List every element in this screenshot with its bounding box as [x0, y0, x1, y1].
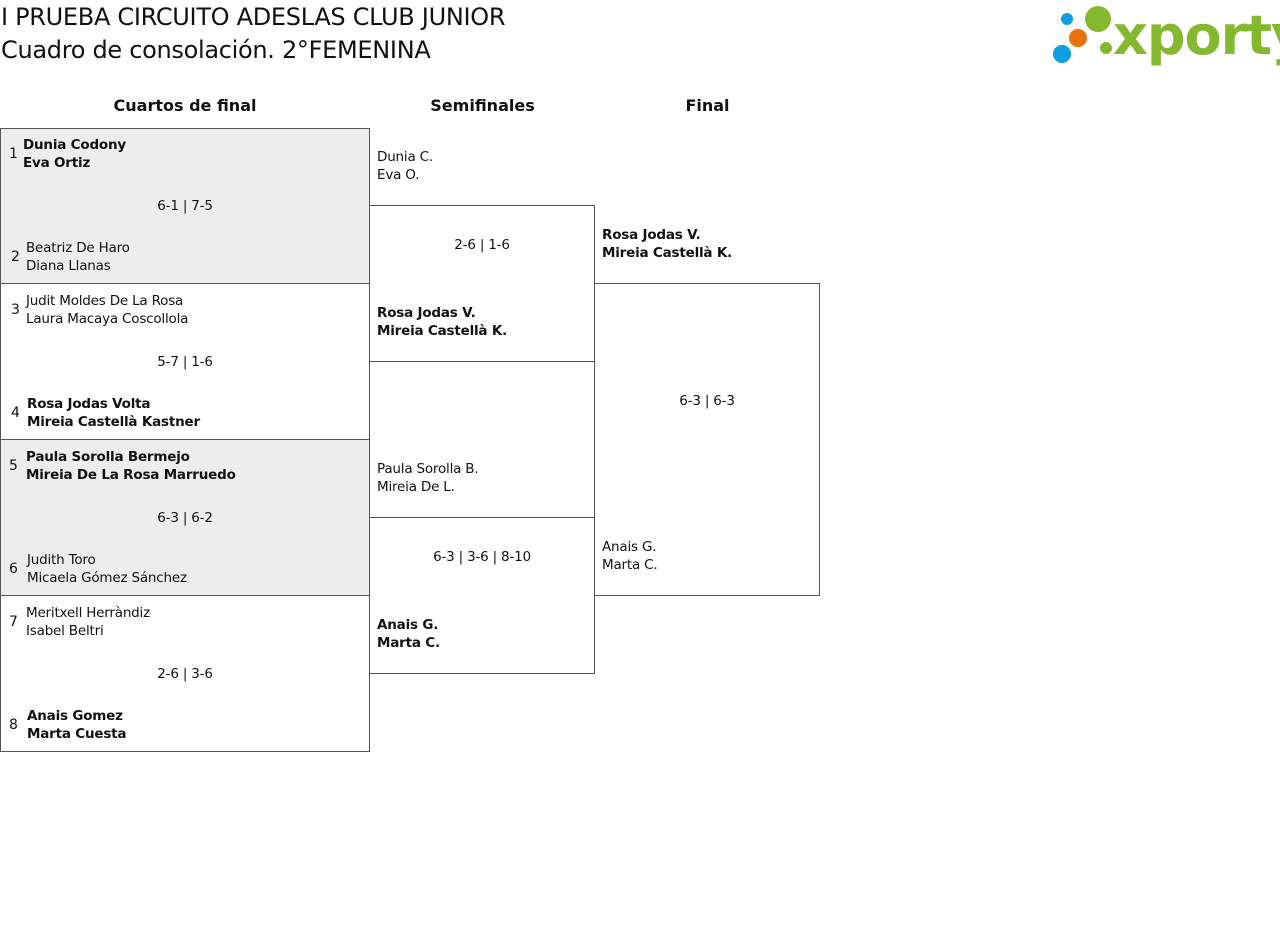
- tournament-title: I PRUEBA CIRCUITO ADESLAS CLUB JUNIOR: [1, 3, 506, 31]
- player-name: Judit Moldes De La Rosa: [26, 293, 184, 309]
- player-name: Anais G.: [377, 617, 439, 633]
- player-name: Marta Cuesta: [27, 726, 127, 742]
- player-name: Meritxell Herràndiz: [26, 605, 150, 621]
- player-name: Micaela Gómez Sánchez: [27, 570, 187, 586]
- team-paula-sorolla-mireia-de-la-rosa: Paula Sorolla Bermejo Mireia De La Rosa …: [26, 448, 236, 484]
- player-name: Isabel Beltri: [26, 623, 104, 639]
- round-heading-quarterfinals: Cuartos de final: [113, 96, 257, 115]
- seed-number: 5: [9, 458, 18, 474]
- round-heading-semifinals: Semifinales: [430, 96, 535, 115]
- player-name: Paula Sorolla Bermejo: [26, 449, 190, 465]
- player-name: Rosa Jodas Volta: [27, 396, 151, 412]
- seed-number: 7: [9, 614, 18, 630]
- xporty-logo: xporty: [1113, 4, 1280, 67]
- player-name: Mireia Castellà K.: [377, 323, 508, 339]
- final-team-a: Rosa Jodas V. Mireia Castellà K.: [602, 226, 732, 262]
- semifinal-match-2: 6-3 | 3-6 | 8-10 Anais G. Marta C.: [369, 517, 595, 674]
- player-name: Mireia De L.: [377, 479, 455, 495]
- seed-number: 6: [9, 561, 18, 577]
- team-judith-toro-micaela-gomez: Judith Toro Micaela Gómez Sánchez: [27, 551, 187, 587]
- match-score: 2-6 | 1-6: [454, 237, 510, 253]
- match-score: 2-6 | 3-6: [157, 666, 213, 682]
- match-score: 6-1 | 7-5: [157, 198, 213, 214]
- final-match: 6-3 | 6-3 Anais G. Marta C.: [594, 283, 820, 596]
- team-meritxell-herrandiz-isabel-beltri: Meritxell Herràndiz Isabel Beltri: [26, 604, 150, 640]
- player-name: Diana Llanas: [26, 258, 111, 274]
- draw-subtitle: Cuadro de consolación. 2°FEMENINA: [1, 36, 431, 64]
- team-beatriz-de-haro-diana-llanas: Beatriz De Haro Diana Llanas: [26, 239, 130, 275]
- player-name: Paula Sorolla B.: [377, 461, 479, 477]
- player-name: Marta C.: [377, 635, 440, 651]
- player-name: Dunia Codony: [23, 137, 126, 153]
- team-rosa-jodas-mireia-castella: Rosa Jodas Volta Mireia Castellà Kastner: [27, 395, 200, 431]
- player-name: Eva O.: [377, 167, 420, 183]
- player-name: Mireia Castellà Kastner: [27, 414, 200, 430]
- round-heading-final: Final: [685, 96, 730, 115]
- seed-number: 1: [9, 146, 18, 162]
- match-score: 6-3 | 6-3: [679, 393, 735, 409]
- quarterfinal-match-1: 1 Dunia Codony Eva Ortiz 6-1 | 7-5 2 Bea…: [0, 128, 370, 284]
- seed-number: 3: [11, 302, 20, 318]
- player-name: Eva Ortiz: [23, 155, 91, 171]
- player-name: Judith Toro: [27, 552, 96, 568]
- semifinal-2-team-a: Paula Sorolla B. Mireia De L.: [377, 460, 479, 496]
- semifinal-1-team-a: Dunia C. Eva O.: [377, 148, 433, 184]
- player-name: Rosa Jodas V.: [377, 305, 476, 321]
- semifinal-match-1: 2-6 | 1-6 Rosa Jodas V. Mireia Castellà …: [369, 205, 595, 362]
- final-team-b: Anais G. Marta C.: [602, 538, 658, 574]
- xporty-logo-dots: [1050, 4, 1120, 68]
- seed-number: 2: [11, 249, 20, 265]
- team-dunia-codony-eva-ortiz: Dunia Codony Eva Ortiz: [23, 136, 126, 172]
- semifinal-2-team-b: Anais G. Marta C.: [377, 616, 440, 652]
- player-name: Anais G.: [602, 539, 657, 555]
- player-name: Mireia Castellà K.: [602, 245, 733, 261]
- quarterfinal-match-4: 7 Meritxell Herràndiz Isabel Beltri 2-6 …: [0, 595, 370, 752]
- player-name: Laura Macaya Coscollola: [26, 311, 189, 327]
- player-name: Dunia C.: [377, 149, 433, 165]
- match-score: 5-7 | 1-6: [157, 354, 213, 370]
- quarterfinal-match-2: 3 Judit Moldes De La Rosa Laura Macaya C…: [0, 283, 370, 440]
- player-name: Rosa Jodas V.: [602, 227, 701, 243]
- quarterfinal-match-3: 5 Paula Sorolla Bermejo Mireia De La Ros…: [0, 439, 370, 596]
- seed-number: 4: [11, 405, 20, 421]
- player-name: Anais Gomez: [27, 708, 123, 724]
- semifinal-1-team-b: Rosa Jodas V. Mireia Castellà K.: [377, 304, 507, 340]
- match-score: 6-3 | 6-2: [157, 510, 213, 526]
- match-score: 6-3 | 3-6 | 8-10: [433, 549, 531, 565]
- team-anais-gomez-marta-cuesta: Anais Gomez Marta Cuesta: [27, 707, 127, 743]
- seed-number: 8: [9, 717, 18, 733]
- player-name: Mireia De La Rosa Marruedo: [26, 467, 236, 483]
- player-name: Beatriz De Haro: [26, 240, 130, 256]
- player-name: Marta C.: [602, 557, 658, 573]
- team-judit-moldes-laura-macaya: Judit Moldes De La Rosa Laura Macaya Cos…: [26, 292, 188, 328]
